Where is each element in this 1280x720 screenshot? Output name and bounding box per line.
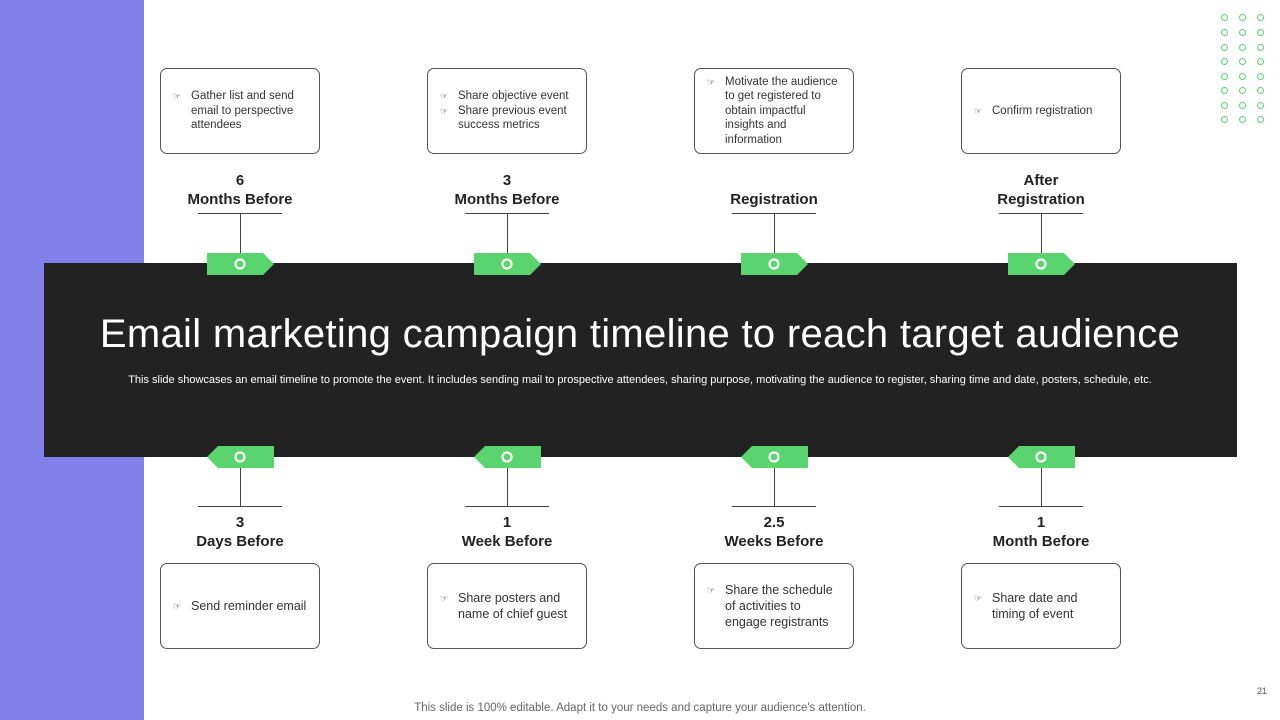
timeline-marker-icon	[474, 446, 541, 468]
timeline-marker-icon	[207, 253, 274, 275]
milestone-label-line2: Registration	[997, 191, 1085, 208]
connector-horizontal	[465, 506, 549, 507]
milestone-card: ☞ Send reminder email	[160, 563, 320, 649]
bullet-item: ☞ Share the schedule of activities to eng…	[707, 582, 843, 630]
milestone-label-line2: Registration	[730, 191, 818, 208]
bullet-item: ☞ Share objective event	[440, 89, 576, 104]
milestone-label-line2: Weeks Before	[724, 533, 824, 550]
pointing-hand-icon: ☞	[974, 593, 983, 603]
milestone-label-line2: Months Before	[454, 191, 560, 208]
timeline-marker-icon	[474, 253, 541, 275]
connector-vertical	[240, 468, 241, 506]
milestone-card: ☞ Confirm registration	[961, 68, 1121, 154]
connector-vertical	[240, 213, 241, 253]
milestone-label-line2: Months Before	[187, 191, 293, 208]
milestone-card: ☞ Motivate the audience to get registered…	[694, 68, 854, 154]
pointing-hand-icon: ☞	[440, 105, 449, 116]
title-band	[44, 263, 1237, 457]
milestone-label-line1: After	[1023, 172, 1059, 189]
dot-grid-decoration	[1221, 14, 1279, 128]
pointing-hand-icon: ☞	[707, 76, 716, 87]
milestone-label-line1: 6	[235, 172, 245, 189]
pointing-hand-icon: ☞	[173, 601, 182, 611]
timeline-marker-icon	[741, 446, 808, 468]
milestone-card: ☞ Share the schedule of activities to eng…	[694, 563, 854, 649]
milestone-card: ☞ Gather list and send email to perspecti…	[160, 68, 320, 154]
bullet-text: Confirm registration	[992, 104, 1093, 117]
bullet-item: ☞ Share date and timing of event	[974, 590, 1110, 622]
bullet-item: ☞ Share posters and name of chief guest	[440, 590, 576, 622]
bullet-text: Gather list and send email to perspectiv…	[191, 90, 294, 132]
connector-horizontal	[999, 506, 1083, 507]
milestone-card: ☞ Share date and timing of event	[961, 563, 1121, 649]
milestone-label-line1: 3	[235, 514, 245, 531]
pointing-hand-icon: ☞	[974, 105, 983, 116]
timeline-marker-icon	[207, 446, 274, 468]
pointing-hand-icon: ☞	[173, 91, 182, 102]
milestone-card: ☞ Share posters and name of chief guest	[427, 563, 587, 649]
connector-vertical	[1041, 213, 1042, 253]
milestone-label-line1: 2.5	[763, 514, 785, 531]
timeline-marker-icon	[1008, 446, 1075, 468]
milestone-card: ☞ Share objective event ☞ Share previous ev…	[427, 68, 587, 154]
bullet-text: Share previous event success metrics	[458, 104, 567, 132]
pointing-hand-icon: ☞	[707, 585, 716, 595]
milestone-label-line2: Days Before	[196, 533, 284, 550]
timeline-marker-icon	[1008, 253, 1075, 275]
bullet-text: Send reminder email	[191, 599, 307, 613]
connector-horizontal	[198, 506, 282, 507]
pointing-hand-icon: ☞	[440, 91, 449, 102]
slide-subtitle: This slide showcases an email timeline t…	[128, 374, 1152, 386]
pointing-hand-icon: ☞	[440, 593, 449, 603]
page-number: 21	[1257, 686, 1268, 696]
connector-vertical	[507, 468, 508, 506]
connector-vertical	[774, 213, 775, 253]
milestone-label-line1: 3	[502, 172, 512, 189]
bullet-item: ☞ Gather list and send email to perspecti…	[173, 89, 309, 133]
bullet-text: Share objective event	[458, 90, 569, 103]
bullet-text: Share posters and name of chief guest	[458, 591, 568, 621]
milestone-label-line1: 1	[1036, 514, 1046, 531]
bullet-item: ☞ Confirm registration	[974, 104, 1110, 119]
bullet-text: Share the schedule of activities to enga…	[725, 583, 833, 629]
slide-title: Email marketing campaign timeline to rea…	[99, 312, 1181, 356]
connector-vertical	[1041, 468, 1042, 506]
connector-vertical	[507, 213, 508, 253]
bullet-item: ☞ Share previous event success metrics	[440, 104, 576, 133]
milestone-label-line1: 1	[502, 514, 512, 531]
connector-vertical	[774, 468, 775, 506]
bullet-item: ☞ Motivate the audience to get registered…	[707, 75, 843, 148]
milestone-label-line2: Month Before	[992, 533, 1090, 550]
milestone-label: Registration	[694, 190, 854, 209]
milestone-label-line2: Week Before	[461, 533, 553, 550]
footer-note: This slide is 100% editable. Adapt it to…	[414, 702, 866, 714]
connector-horizontal	[732, 506, 816, 507]
bullet-text: Motivate the audience to get registered …	[725, 75, 838, 146]
bullet-item: ☞ Send reminder email	[173, 598, 309, 614]
bullet-text: Share date and timing of event	[992, 591, 1078, 621]
timeline-marker-icon	[741, 253, 808, 275]
